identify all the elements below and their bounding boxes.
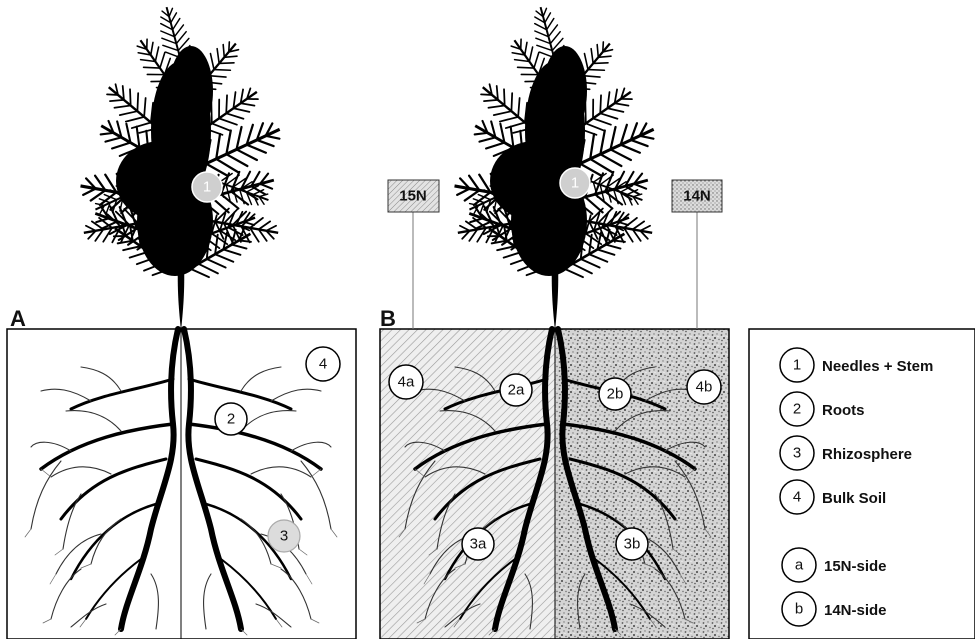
svg-text:1: 1 — [571, 175, 579, 192]
panel-b-marker-needles: 1 — [560, 168, 590, 198]
panel-b-marker-bulk-14n: 4b — [687, 370, 721, 404]
legend-key: 2 — [793, 401, 801, 418]
panel-b: B 15N 14N 1 2a 2b 3a — [380, 4, 729, 639]
legend-label: Roots — [822, 402, 865, 419]
legend-key: b — [795, 601, 803, 618]
legend-label: 15N-side — [824, 558, 887, 575]
legend-key: a — [795, 557, 804, 574]
svg-text:4a: 4a — [398, 374, 415, 391]
legend-label: Rhizosphere — [822, 446, 912, 463]
panel-b-tree — [451, 4, 663, 331]
panel-a-marker-needles: 1 — [192, 172, 222, 202]
panel-b-marker-roots-14n: 2b — [599, 378, 631, 410]
svg-text:3a: 3a — [470, 536, 487, 553]
panel-b-marker-roots-15n: 2a — [500, 374, 532, 406]
legend-label: 14N-side — [824, 602, 887, 619]
svg-text:4: 4 — [319, 356, 327, 373]
svg-text:3b: 3b — [624, 536, 641, 553]
legend-key: 1 — [793, 357, 801, 374]
sign-15n-label: 15N — [399, 188, 427, 205]
panel-a-letter: A — [10, 306, 26, 331]
legend: 1 Needles + Stem 2 Roots 3 Rhizosphere 4… — [749, 329, 975, 639]
svg-text:2b: 2b — [607, 386, 624, 403]
svg-text:1: 1 — [203, 179, 211, 196]
svg-text:3: 3 — [280, 528, 288, 545]
svg-text:4b: 4b — [696, 379, 713, 396]
panel-b-letter: B — [380, 306, 396, 331]
panel-a-marker-rhizosphere: 3 — [268, 520, 300, 552]
legend-label: Bulk Soil — [822, 490, 886, 507]
panel-a: A 1 2 3 4 — [7, 4, 356, 639]
panel-a-tree — [77, 4, 289, 331]
legend-label: Needles + Stem — [822, 358, 933, 375]
svg-text:2: 2 — [227, 411, 235, 428]
panel-b-marker-rhizo-15n: 3a — [462, 528, 494, 560]
panel-a-marker-roots: 2 — [215, 403, 247, 435]
svg-text:2a: 2a — [508, 382, 525, 399]
panel-b-marker-rhizo-14n: 3b — [616, 528, 648, 560]
sign-14n-label: 14N — [683, 188, 711, 205]
panel-b-marker-bulk-15n: 4a — [389, 365, 423, 399]
panel-a-marker-bulk-soil: 4 — [306, 347, 340, 381]
legend-key: 4 — [793, 489, 801, 506]
legend-key: 3 — [793, 445, 801, 462]
